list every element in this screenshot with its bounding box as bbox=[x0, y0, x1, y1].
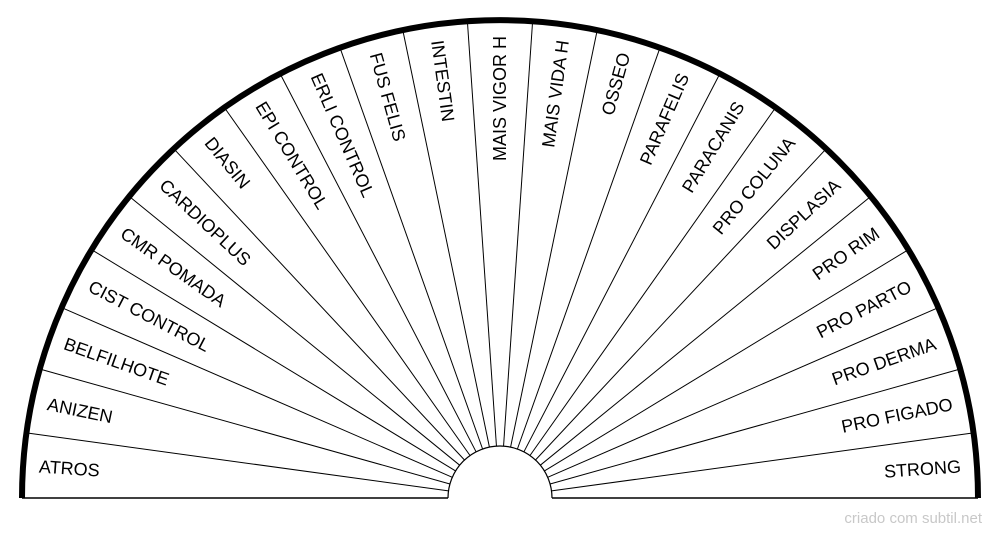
sector-divider bbox=[39, 368, 451, 485]
sector-label: PRO RIM bbox=[809, 223, 883, 284]
sector-label: PARAFELIS bbox=[636, 70, 693, 168]
inner-arc bbox=[447, 445, 553, 499]
sector-divider bbox=[128, 195, 460, 466]
sector-label: PRO FIGADO bbox=[840, 394, 955, 437]
sector-divider bbox=[516, 47, 661, 450]
sector-divider bbox=[61, 307, 453, 478]
sector-divider bbox=[503, 21, 534, 447]
sector-label: ANIZEN bbox=[46, 394, 115, 427]
sector-divider bbox=[544, 249, 909, 472]
sector-divider bbox=[547, 307, 939, 478]
sector-label: BELFILHOTE bbox=[61, 334, 171, 390]
sector-label: ATROS bbox=[38, 456, 100, 480]
sector-divider bbox=[223, 107, 471, 456]
sector-label: FUS FELIS bbox=[366, 50, 410, 143]
sector-divider bbox=[279, 73, 477, 453]
sector-label: OSSEO bbox=[598, 50, 635, 117]
sector-label: EPI CONTROL bbox=[251, 98, 331, 213]
sector-divider bbox=[535, 148, 827, 461]
sector-divider bbox=[551, 432, 974, 492]
sector-label: DIASIN bbox=[201, 133, 254, 192]
sector-label: INTESTIN bbox=[427, 39, 458, 123]
sector-divider bbox=[549, 368, 961, 485]
outer-arc bbox=[19, 17, 981, 499]
sector-label: PRO PARTO bbox=[813, 277, 915, 343]
sector-dividers bbox=[26, 21, 974, 492]
sector-divider bbox=[510, 29, 598, 448]
sector-divider bbox=[173, 148, 465, 461]
sector-divider bbox=[339, 47, 484, 450]
sector-label: PARACANIS bbox=[678, 98, 748, 196]
sector-label: PRO DERMA bbox=[829, 334, 938, 389]
sector-divider bbox=[91, 249, 456, 472]
sector-divider bbox=[26, 432, 449, 492]
sector-divider bbox=[540, 195, 872, 466]
sector-label: MAIS VIDA H bbox=[538, 39, 573, 149]
sector-divider bbox=[523, 73, 721, 453]
sector-label: MAIS VIGOR H bbox=[490, 36, 510, 161]
sector-divider bbox=[466, 21, 497, 447]
sector-divider bbox=[402, 29, 490, 448]
sector-label: DISPLASIA bbox=[763, 175, 845, 253]
site-credit: criado com subtil.net bbox=[844, 510, 982, 527]
sector-divider bbox=[529, 107, 777, 456]
sector-label: STRONG bbox=[883, 456, 961, 481]
